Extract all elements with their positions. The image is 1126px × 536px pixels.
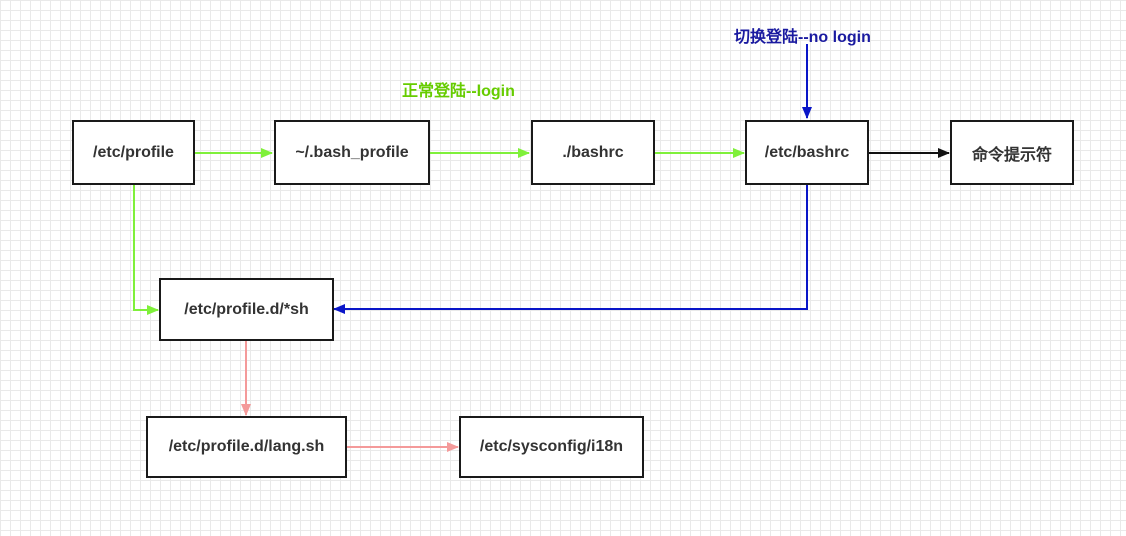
edge-etc-bashrc-to-profile-d <box>333 185 808 314</box>
node-etc-profile[interactable]: /etc/profile <box>72 120 195 185</box>
node-bashrc-local[interactable]: ./bashrc <box>531 120 655 185</box>
node-profile-d-lang[interactable]: /etc/profile.d/lang.sh <box>146 416 347 478</box>
node-prompt[interactable]: 命令提示符 <box>950 120 1074 185</box>
label-switch-login: 切换登陆--no login <box>734 29 871 46</box>
node-etc-bashrc[interactable]: /etc/bashrc <box>745 120 869 185</box>
node-profile-d-sh[interactable]: /etc/profile.d/*sh <box>159 278 334 341</box>
node-sysconfig-i18n[interactable]: /etc/sysconfig/i18n <box>459 416 644 478</box>
label-normal-login: 正常登陆--login <box>402 83 515 100</box>
node-bash-profile[interactable]: ~/.bash_profile <box>274 120 430 185</box>
edge-profile-to-profile-d <box>133 185 159 315</box>
